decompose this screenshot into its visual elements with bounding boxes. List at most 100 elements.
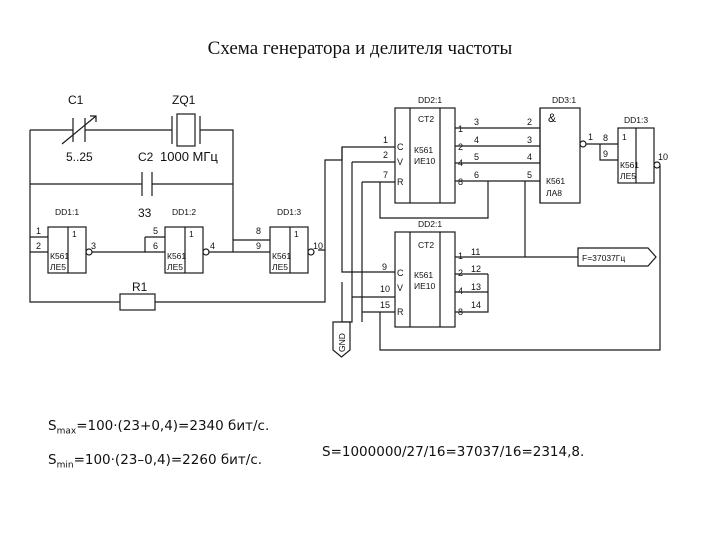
svg-text:V: V bbox=[397, 157, 403, 167]
svg-text:DD1:3: DD1:3 bbox=[277, 207, 301, 217]
svg-text:13: 13 bbox=[471, 282, 481, 292]
svg-text:К561: К561 bbox=[546, 176, 565, 186]
gnd-terminal: GND bbox=[332, 321, 351, 358]
svg-text:DD2:1: DD2:1 bbox=[418, 95, 442, 105]
svg-text:8: 8 bbox=[256, 226, 261, 236]
svg-text:1: 1 bbox=[588, 132, 593, 142]
svg-text:4: 4 bbox=[527, 152, 532, 162]
svg-text:К561: К561 bbox=[414, 270, 433, 280]
svg-text:2: 2 bbox=[36, 241, 41, 251]
gate-dd1-3-output: DD1:3 1 К561 ЛЕ5 8 9 10 bbox=[603, 115, 668, 184]
svg-text:8: 8 bbox=[603, 133, 608, 143]
svg-text:DD3:1: DD3:1 bbox=[552, 95, 576, 105]
svg-text:ЛА8: ЛА8 bbox=[546, 188, 562, 198]
c2-value: 33 bbox=[138, 206, 152, 220]
svg-text:DD1:3: DD1:3 bbox=[624, 115, 648, 125]
svg-text:1: 1 bbox=[294, 229, 299, 239]
formula-s: S=1000000/27/16=37037/16=2314,8. bbox=[322, 444, 585, 460]
gate-ref: DD1:1 bbox=[55, 207, 79, 217]
gate-dd1-2: DD1:2 1 К561 ЛЕ5 5 6 4 bbox=[144, 207, 270, 274]
svg-text:9: 9 bbox=[382, 262, 387, 272]
svg-text:ЛЕ5: ЛЕ5 bbox=[620, 171, 636, 181]
svg-text:2: 2 bbox=[527, 117, 532, 127]
counter-dd2-bottom: DD2:1 CT2 К561 ИЕ10 C V R 9 10 15 1 2 4 … bbox=[379, 165, 661, 351]
svg-text:5: 5 bbox=[474, 152, 479, 162]
svg-text:11: 11 bbox=[471, 247, 480, 257]
svg-text:10: 10 bbox=[313, 241, 323, 251]
svg-text:DD1:2: DD1:2 bbox=[172, 207, 196, 217]
svg-text:ИЕ10: ИЕ10 bbox=[414, 156, 436, 166]
svg-text:К561: К561 bbox=[272, 251, 291, 261]
counter-dd2-top: DD2:1 CT2 К561 ИЕ10 C V R 1 2 7 1 2 4 8 … bbox=[379, 95, 540, 219]
svg-text:2: 2 bbox=[458, 268, 463, 278]
svg-text:12: 12 bbox=[471, 264, 481, 274]
zq1-value: 1000 МГц bbox=[160, 149, 218, 164]
crystal-zq1: ZQ1 1000 МГц bbox=[160, 93, 218, 164]
svg-text:1: 1 bbox=[36, 226, 41, 236]
svg-text:&: & bbox=[548, 111, 556, 125]
svg-text:1: 1 bbox=[383, 135, 388, 145]
svg-text:15: 15 bbox=[380, 300, 390, 310]
svg-text:К561: К561 bbox=[50, 251, 69, 261]
svg-text:9: 9 bbox=[603, 149, 608, 159]
output-frequency-label: F=37037Гц bbox=[582, 253, 625, 263]
zq1-label: ZQ1 bbox=[172, 93, 196, 107]
svg-text:C: C bbox=[397, 142, 404, 152]
divider-section: GND DD2:1 CT2 К561 ИЕ10 C V R 1 2 7 1 2 … bbox=[324, 95, 668, 358]
generator-section: C1 5..25 ZQ1 1000 МГц C2 33 R1 bbox=[29, 93, 326, 311]
gnd-label: GND bbox=[337, 333, 347, 352]
svg-text:ИЕ10: ИЕ10 bbox=[414, 281, 436, 291]
svg-text:4: 4 bbox=[210, 241, 215, 251]
r1-label: R1 bbox=[132, 280, 148, 294]
formula-smax: Smax=100·(23+0,4)=2340 бит/с. bbox=[48, 418, 270, 437]
svg-text:2: 2 bbox=[383, 150, 388, 160]
svg-text:6: 6 bbox=[474, 170, 479, 180]
svg-text:ЛЕ5: ЛЕ5 bbox=[272, 262, 288, 272]
svg-text:R: R bbox=[397, 177, 404, 187]
svg-text:V: V bbox=[397, 283, 403, 293]
formula-smin: Smin=100·(23–0,4)=2260 бит/с. bbox=[48, 452, 263, 471]
svg-text:CT2: CT2 bbox=[418, 114, 434, 124]
output-terminal: F=37037Гц bbox=[577, 247, 657, 267]
svg-text:ЛЕ5: ЛЕ5 bbox=[50, 262, 66, 272]
svg-text:7: 7 bbox=[383, 170, 388, 180]
svg-text:3: 3 bbox=[527, 135, 532, 145]
svg-text:8: 8 bbox=[458, 177, 463, 187]
svg-text:4: 4 bbox=[458, 286, 463, 296]
capacitor-c1: C1 5..25 bbox=[61, 93, 97, 164]
svg-text:К561: К561 bbox=[414, 145, 433, 155]
gate-dd1-1: DD1:1 1 К561 ЛЕ5 1 2 3 bbox=[36, 207, 145, 274]
svg-text:1: 1 bbox=[622, 132, 627, 142]
svg-text:10: 10 bbox=[658, 152, 668, 162]
svg-text:5: 5 bbox=[153, 226, 158, 236]
svg-text:К561: К561 bbox=[620, 160, 639, 170]
svg-text:1: 1 bbox=[458, 124, 463, 134]
svg-text:1: 1 bbox=[458, 251, 463, 261]
svg-text:CT2: CT2 bbox=[418, 240, 434, 250]
svg-text:2: 2 bbox=[458, 142, 463, 152]
svg-text:1: 1 bbox=[189, 229, 194, 239]
svg-text:R: R bbox=[397, 307, 404, 317]
svg-text:1: 1 bbox=[72, 229, 77, 239]
svg-text:C: C bbox=[397, 268, 404, 278]
svg-text:3: 3 bbox=[91, 241, 96, 251]
svg-text:6: 6 bbox=[153, 241, 158, 251]
svg-text:ЛЕ5: ЛЕ5 bbox=[167, 262, 183, 272]
c1-value: 5..25 bbox=[66, 150, 93, 164]
svg-text:10: 10 bbox=[380, 284, 390, 294]
svg-text:5: 5 bbox=[527, 170, 532, 180]
svg-text:DD2:1: DD2:1 bbox=[418, 219, 442, 229]
page-title: Схема генератора и делителя частоты bbox=[207, 38, 513, 59]
svg-text:4: 4 bbox=[474, 135, 479, 145]
c2-label: C2 bbox=[138, 150, 154, 164]
resistor-r1: R1 bbox=[119, 280, 156, 311]
gate-dd1-3: DD1:3 1 К561 ЛЕ5 8 9 10 bbox=[256, 207, 323, 274]
capacitor-c2: C2 33 bbox=[30, 150, 233, 220]
c1-label: C1 bbox=[68, 93, 84, 107]
svg-text:3: 3 bbox=[474, 117, 479, 127]
svg-text:9: 9 bbox=[256, 241, 261, 251]
svg-text:14: 14 bbox=[471, 300, 481, 310]
svg-text:К561: К561 bbox=[167, 251, 186, 261]
gate-dd3-1: DD3:1 & К561 ЛА8 2 3 4 5 1 bbox=[524, 95, 618, 257]
